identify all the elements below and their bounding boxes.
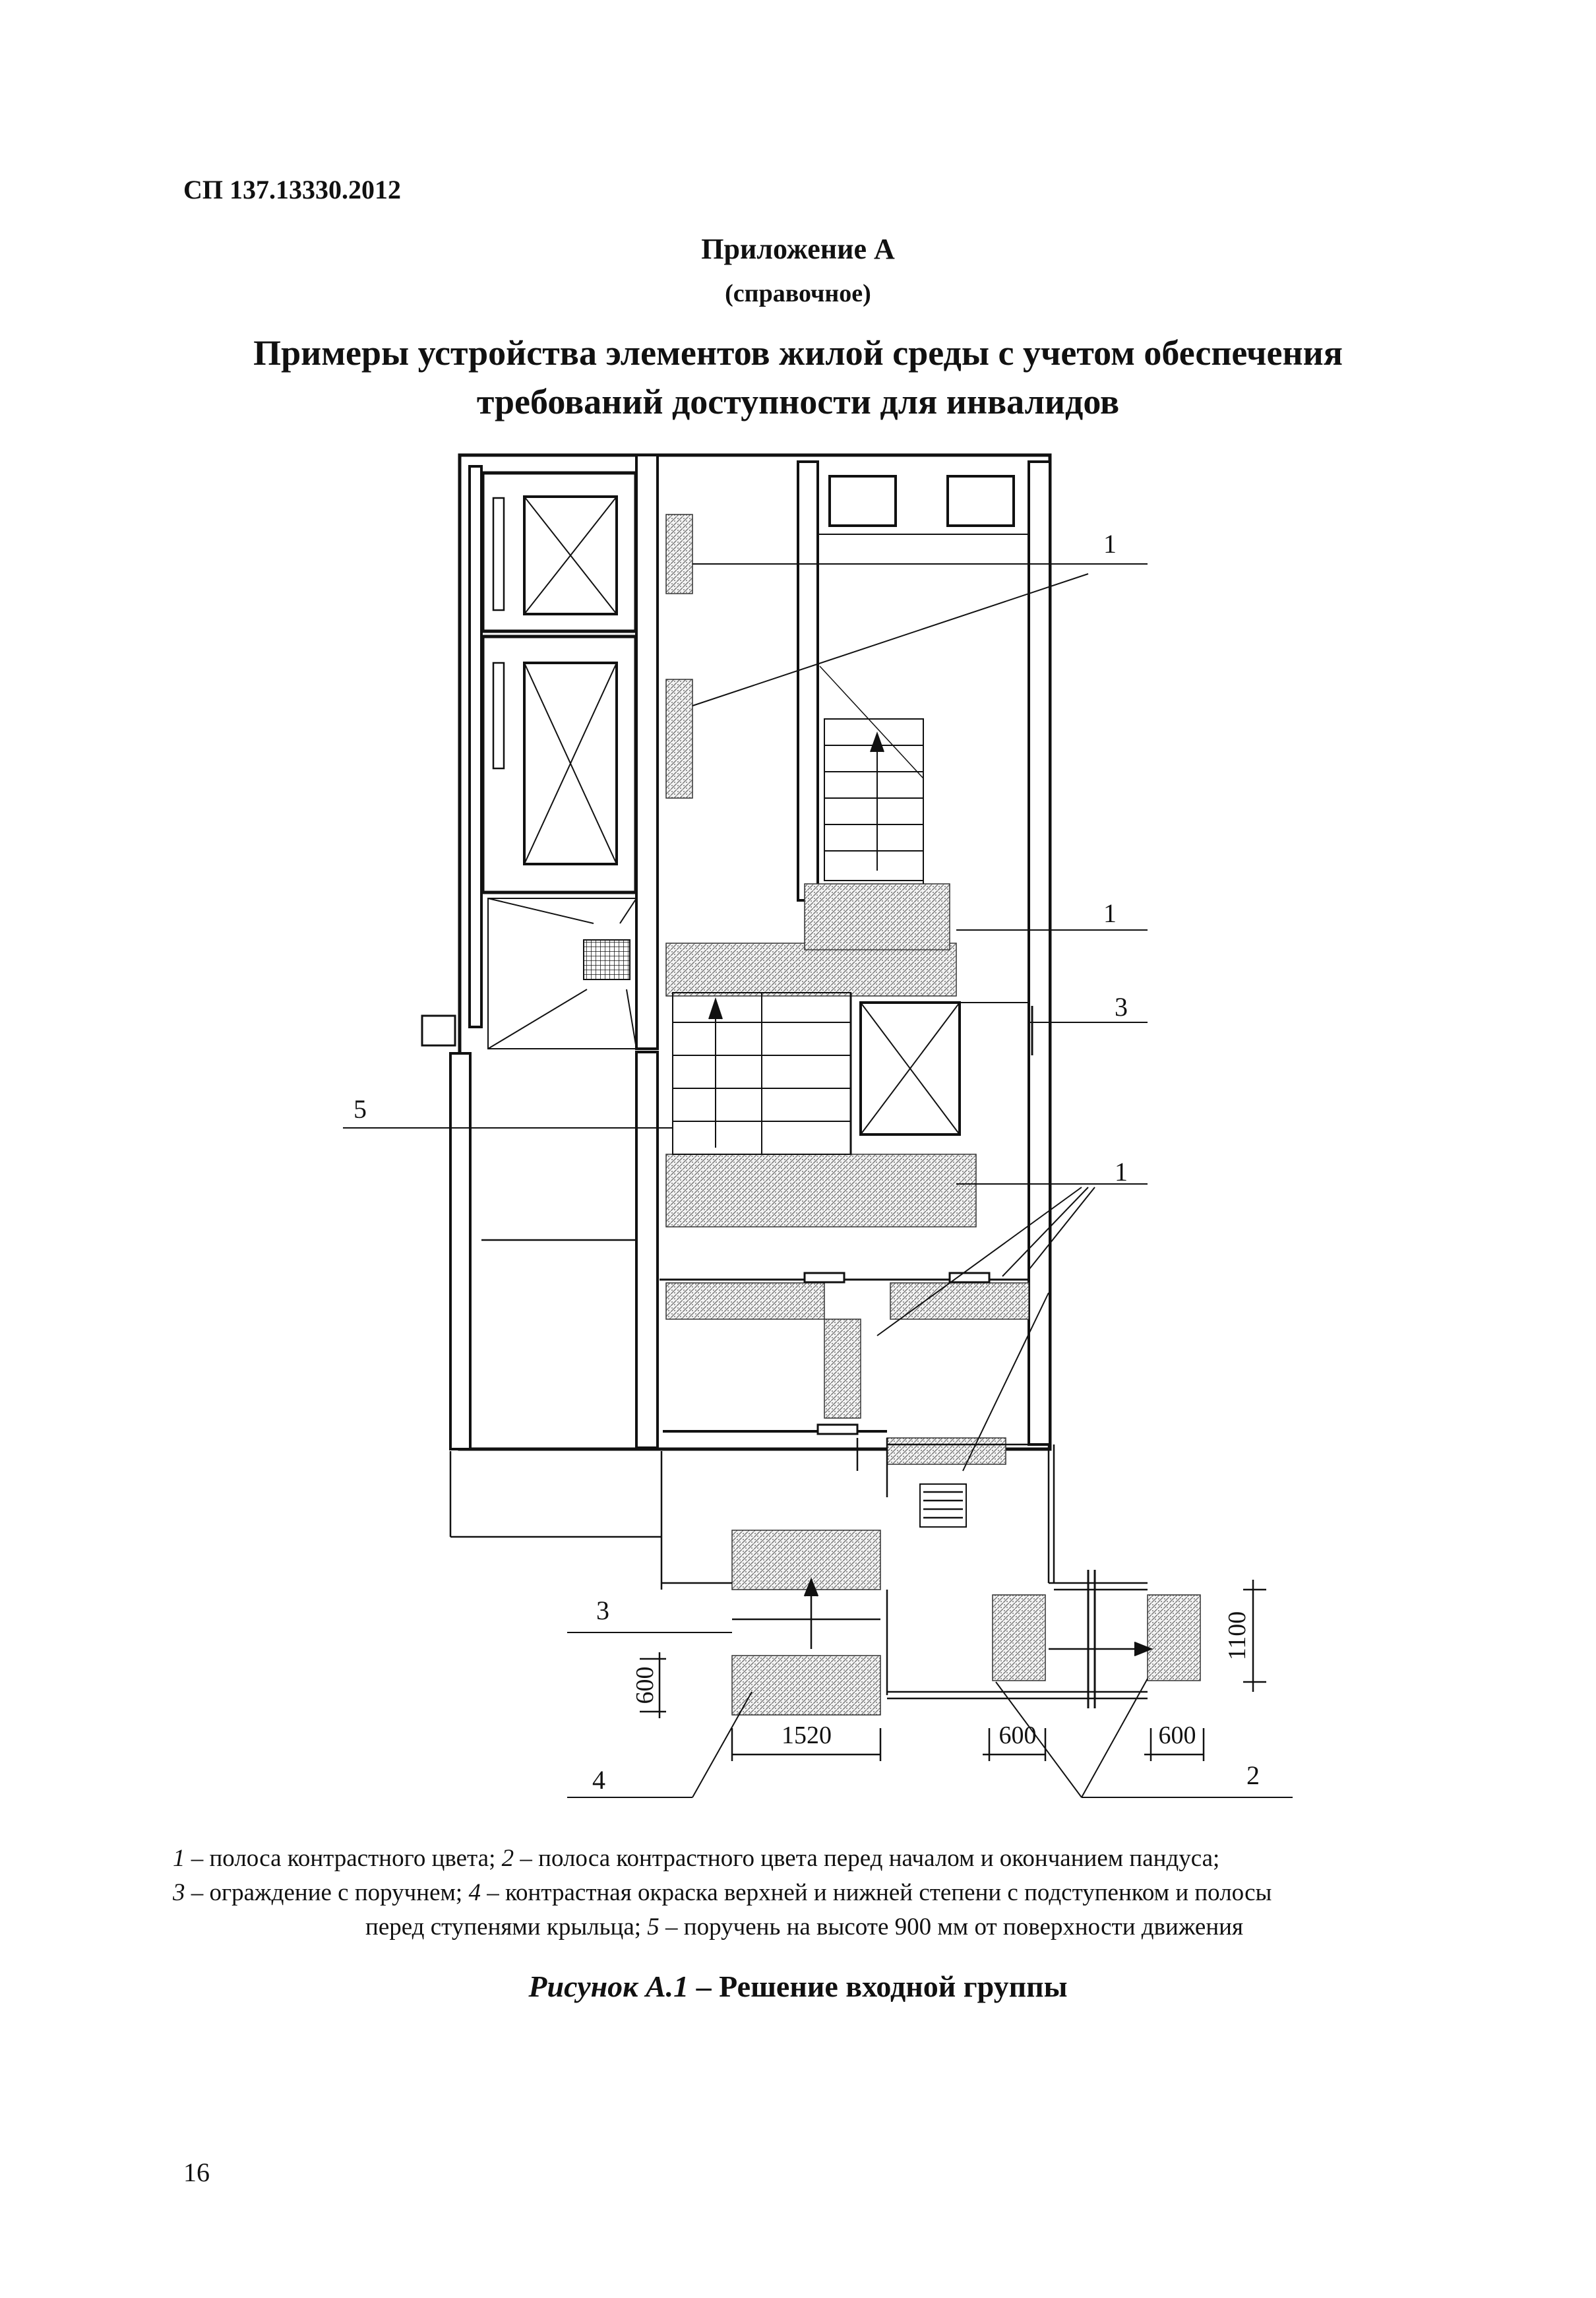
contrast-strips xyxy=(665,514,1201,1716)
upper-windows xyxy=(819,475,1030,535)
legend-line-1: 1 – полоса контрастного цвета; 2 – полос… xyxy=(173,1842,1436,1876)
legend-number: 5 xyxy=(647,1913,660,1941)
callout-label: 1 xyxy=(1103,898,1117,928)
main-title-line-2: требований доступности для инвалидов xyxy=(476,382,1120,421)
dimension-labels: 1520 600 600 600 1100 xyxy=(631,1611,1251,1749)
dimension-label: 1100 xyxy=(1223,1611,1251,1661)
elevator-shafts xyxy=(481,471,638,894)
legend-text: – полоса контрастного цвета перед начало… xyxy=(514,1845,1220,1872)
appendix-subtitle: (справочное) xyxy=(725,280,871,307)
callout-leaders xyxy=(343,563,1293,1798)
porch-and-ramp xyxy=(449,1239,1153,1708)
legend-text: перед ступенями крыльца; xyxy=(365,1913,648,1941)
legend-line-3: перед ступенями крыльца; 5 – поручень на… xyxy=(173,1910,1436,1944)
legend-text: – поручень на высоте 900 мм от поверхнос… xyxy=(659,1913,1243,1941)
staircase xyxy=(672,666,1030,1155)
dimension-label: 600 xyxy=(1159,1722,1196,1749)
figure-caption-text: – Решение входной группы xyxy=(689,1970,1068,2003)
legend-number: 3 xyxy=(173,1879,185,1906)
vestibule xyxy=(421,898,637,1049)
callout-label: 3 xyxy=(596,1596,609,1625)
main-title: Примеры устройства элементов жилой среды… xyxy=(0,328,1596,426)
dimension-lines xyxy=(640,1580,1266,1761)
figure-number: Рисунок А.1 xyxy=(528,1970,689,2003)
callout-label: 3 xyxy=(1115,992,1128,1022)
legend-number: 4 xyxy=(468,1879,481,1906)
document-code: СП 137.13330.2012 xyxy=(183,175,401,204)
dimension-label: 600 xyxy=(631,1667,659,1704)
callout-label: 1 xyxy=(1103,529,1117,559)
legend-number: 1 xyxy=(173,1845,185,1872)
callout-label: 1 xyxy=(1115,1157,1128,1187)
callout-label: 5 xyxy=(353,1094,367,1124)
callout-numbers: 1 1 3 5 1 3 4 2 xyxy=(353,529,1260,1795)
callout-label: 4 xyxy=(592,1765,605,1795)
dimension-label: 600 xyxy=(999,1722,1037,1749)
main-title-line-1: Примеры устройства элементов жилой среды… xyxy=(253,333,1343,373)
figure-legend: 1 – полоса контрастного цвета; 2 – полос… xyxy=(173,1842,1436,1944)
callout-label: 2 xyxy=(1246,1760,1260,1790)
page-number: 16 xyxy=(183,2158,210,2187)
dimension-label: 1520 xyxy=(782,1722,832,1749)
figure-caption: Рисунок А.1 – Решение входной группы xyxy=(0,1969,1596,2004)
legend-text: – ограждение с поручнем; xyxy=(185,1879,469,1906)
appendix-title: Приложение А xyxy=(701,233,895,265)
legend-text: – контрастная окраска верхней и нижней с… xyxy=(480,1879,1272,1906)
legend-line-2: 3 – ограждение с поручнем; 4 – контрастн… xyxy=(173,1876,1436,1910)
legend-number: 2 xyxy=(501,1845,514,1872)
building-walls xyxy=(449,453,1052,1451)
legend-text: – полоса контрастного цвета; xyxy=(185,1845,502,1872)
